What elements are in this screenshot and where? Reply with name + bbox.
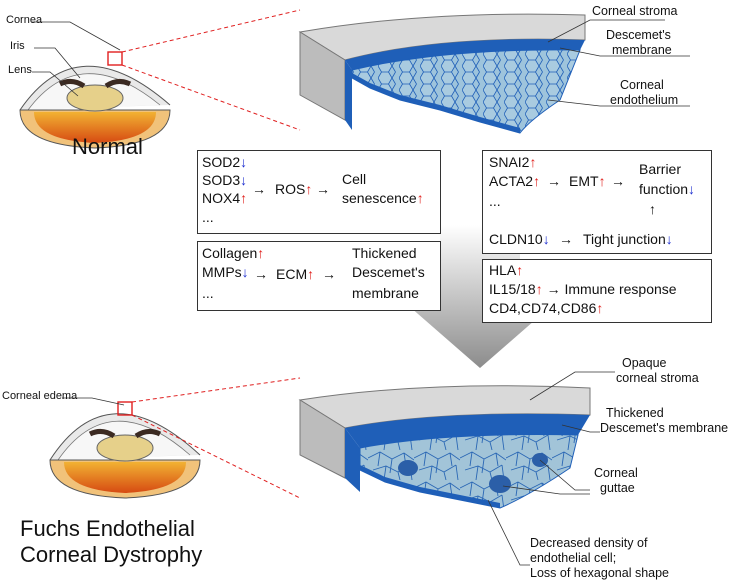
- snai2-arrow: ↑: [529, 154, 537, 170]
- cd-list-arrow: ↑: [596, 300, 604, 316]
- cell-label: Cell: [342, 171, 367, 187]
- gene-snai2: SNAI2: [489, 154, 530, 170]
- box3-arrow-1: →: [547, 173, 561, 189]
- gene-cldn10: CLDN10: [489, 231, 543, 247]
- gene-collagen: Collagen: [202, 245, 258, 261]
- box2-ellipsis: ...: [202, 285, 214, 301]
- decreased-density-label-2: endothelial cell;: [530, 551, 617, 565]
- ros-label: ROS: [275, 181, 306, 197]
- ecm-box: Collagen↑ MMPs↓ ... → ECM↑ → Thickened D…: [197, 241, 441, 311]
- membrane-label: membrane: [352, 285, 419, 301]
- box2-arrow-2: →: [322, 266, 336, 282]
- emt-barrier-box: SNAI2↑ ACTA2↑ ... → EMT↑ → Barrier funct…: [482, 150, 712, 254]
- normal-title: Normal: [72, 134, 143, 159]
- fuchs-title-2: Corneal Dystrophy: [20, 542, 203, 567]
- acta2-arrow: ↑: [533, 173, 541, 189]
- barrier-label: Barrier: [639, 161, 682, 177]
- normal-eye-illustration: [19, 9, 301, 149]
- guttae-label-1: Corneal: [594, 466, 638, 480]
- immune-response-label: Immune response: [564, 281, 677, 297]
- box2-arrow-1: →: [254, 266, 268, 282]
- decreased-density-label-1: Decreased density of: [530, 536, 648, 550]
- cornea-label: Cornea: [6, 14, 43, 26]
- fuchs-eye-illustration: [49, 377, 301, 499]
- box1-arrow-1: →: [252, 181, 266, 197]
- gene-sod2: SOD2: [202, 154, 241, 170]
- emt-arrow: ↑: [598, 173, 606, 189]
- cldn10-arrow: ↓: [542, 231, 550, 247]
- thickened-label: Thickened: [352, 245, 417, 261]
- gene-hla: HLA: [489, 262, 517, 278]
- gene-il15-18: IL15/18: [489, 281, 536, 297]
- guttae-label-2: guttae: [600, 481, 635, 495]
- endothelium-label-1: Corneal: [620, 78, 664, 92]
- box3-arrow-3: →: [559, 231, 573, 247]
- sod2-arrow: ↓: [240, 154, 248, 170]
- senescence-label: senescence: [342, 190, 417, 206]
- corneal-edema-label: Corneal edema: [2, 390, 78, 402]
- function-arrow: ↓: [688, 181, 696, 197]
- hla-arrow: ↑: [516, 262, 524, 278]
- ecm-label: ECM: [276, 266, 308, 282]
- tight-junction-label: Tight junction: [583, 231, 666, 247]
- ros-arrow: ↑: [305, 181, 313, 197]
- decreased-density-label-3: Loss of hexagonal shape: [530, 566, 669, 580]
- fuchs-title-1: Fuchs Endothelial: [20, 516, 195, 541]
- ecm-arrow: ↑: [307, 266, 315, 282]
- box1-ellipsis: ...: [202, 209, 214, 225]
- opaque-label-1: Opaque: [622, 356, 667, 370]
- gene-acta2: ACTA2: [489, 173, 534, 189]
- fuchs-cornea-block: [298, 371, 615, 566]
- box3-arrow-up: ↑: [649, 201, 656, 217]
- gene-sod3: SOD3: [202, 172, 241, 188]
- normal-cornea-block: [298, 13, 690, 134]
- function-label: function: [639, 181, 689, 197]
- lens-label: Lens: [8, 64, 32, 76]
- box1-arrow-2: →: [316, 181, 330, 197]
- oxidative-stress-box: SOD2↓ SOD3↓ NOX4↑ ... → ROS↑ → Cell sene…: [197, 150, 441, 234]
- nox4-arrow: ↑: [240, 190, 248, 206]
- descemet-label-2: membrane: [612, 43, 672, 57]
- tight-junction-arrow: ↓: [665, 231, 673, 247]
- gene-mmps: MMPs: [202, 264, 242, 280]
- iris-label: Iris: [10, 40, 25, 52]
- collagen-arrow: ↑: [257, 245, 265, 261]
- gene-nox4: NOX4: [202, 190, 241, 206]
- senescence-arrow: ↑: [416, 190, 424, 206]
- sod3-arrow: ↓: [240, 172, 248, 188]
- il15-18-arrow: ↑: [535, 281, 543, 297]
- immune-box: HLA↑ IL15/18↑ → Immune response CD4,CD74…: [482, 259, 712, 323]
- emt-label: EMT: [569, 173, 599, 189]
- descemet-label-1: Descemet's: [606, 28, 671, 42]
- thickened-membrane-label-1: Thickened: [606, 406, 664, 420]
- opaque-label-2: corneal stroma: [616, 371, 699, 385]
- endothelium-label-2: endothelium: [610, 93, 679, 107]
- stroma-label: Corneal stroma: [592, 4, 678, 18]
- gene-cd-list: CD4,CD74,CD86: [489, 300, 597, 316]
- box4-arrow: →: [542, 281, 565, 297]
- descemets-label: Descemet's: [352, 264, 425, 280]
- thickened-membrane-label-2: Descemet's membrane: [600, 421, 729, 435]
- box3-ellipsis: ...: [489, 193, 501, 209]
- box3-arrow-2: →: [611, 173, 625, 189]
- mmps-arrow: ↓: [241, 264, 249, 280]
